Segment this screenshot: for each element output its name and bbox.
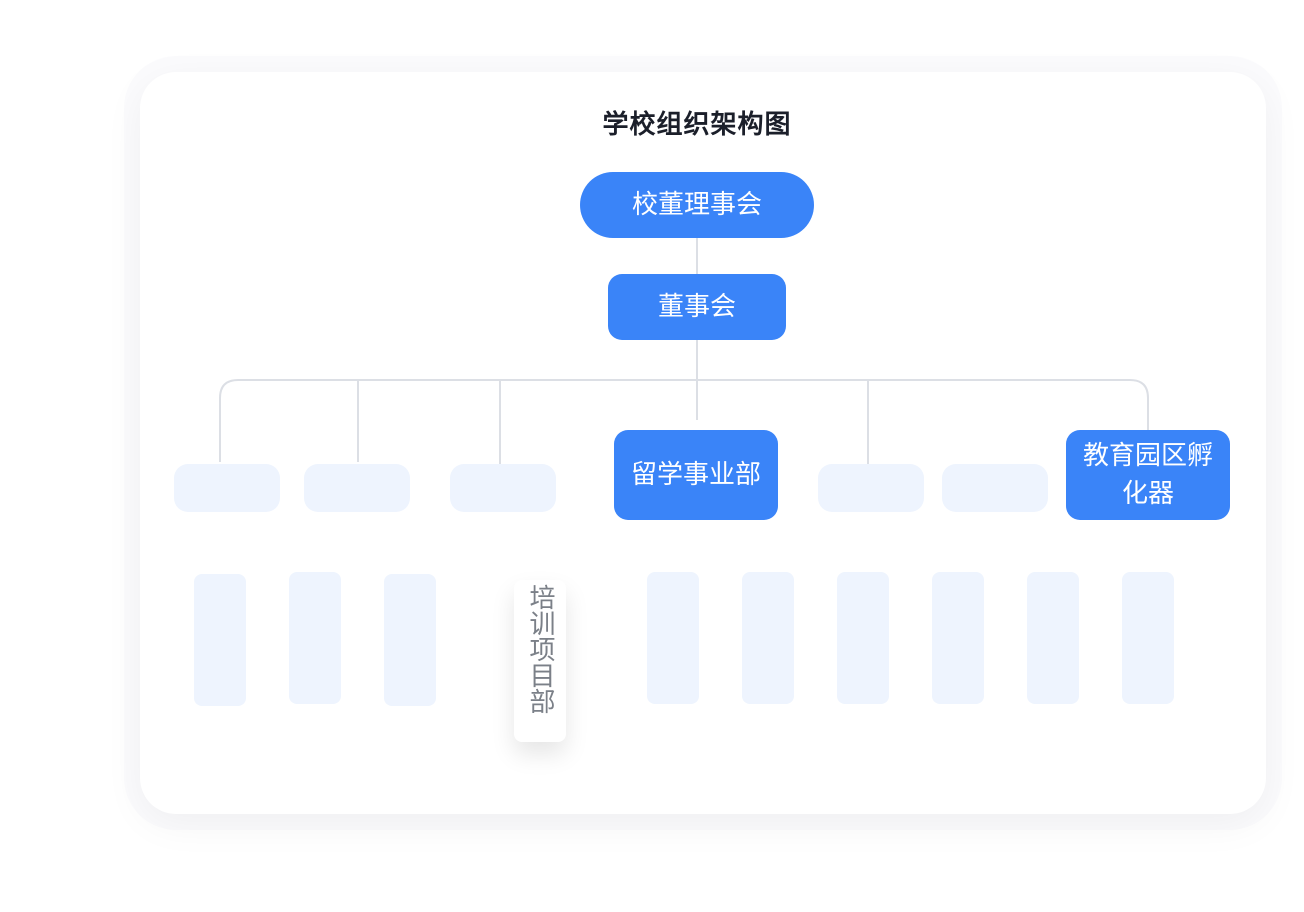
node-training-project-dept-label: 培训项目部	[525, 584, 555, 714]
sub-placeholder-9	[1027, 572, 1079, 704]
sub-placeholder-7	[837, 572, 889, 704]
node-board-of-directors[interactable]: 董事会	[608, 274, 786, 340]
sub-placeholder-10	[1122, 572, 1174, 704]
sub-placeholder-2	[289, 572, 341, 704]
node-school-board-council-label: 校董理事会	[631, 190, 762, 220]
node-study-abroad-dept[interactable]: 留学事业部	[614, 430, 778, 520]
dept-placeholder-1	[174, 464, 280, 512]
dept-placeholder-2	[304, 464, 410, 512]
node-education-park-incubator[interactable]: 教育园区孵化器	[1066, 430, 1230, 520]
chart-title: 学校组织架构图	[602, 110, 792, 140]
sub-placeholder-6	[742, 572, 794, 704]
node-training-project-dept[interactable]: 培训项目部	[514, 580, 566, 742]
node-board-of-directors-label: 董事会	[657, 292, 736, 322]
node-school-board-council[interactable]: 校董理事会	[580, 172, 814, 238]
sub-placeholder-5	[647, 572, 699, 704]
dept-placeholder-5	[818, 464, 924, 512]
dept-placeholder-3	[450, 464, 556, 512]
node-study-abroad-dept-label: 留学事业部	[630, 460, 761, 490]
connector-bus	[219, 379, 1149, 462]
node-education-park-incubator-label: 教育园区孵化器	[1082, 441, 1213, 509]
sub-placeholder-1	[194, 574, 246, 706]
sub-placeholder-3	[384, 574, 436, 706]
sub-placeholder-8	[932, 572, 984, 704]
dept-placeholder-6	[942, 464, 1048, 512]
